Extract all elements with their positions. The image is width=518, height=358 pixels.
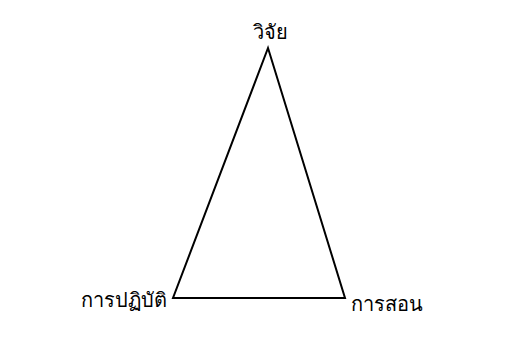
vertex-label: การสอน xyxy=(351,292,423,316)
triangle-outline xyxy=(173,48,345,298)
vertex-label: วิจัย xyxy=(253,20,288,44)
vertex-label: การปฏิบัติ xyxy=(81,288,167,312)
